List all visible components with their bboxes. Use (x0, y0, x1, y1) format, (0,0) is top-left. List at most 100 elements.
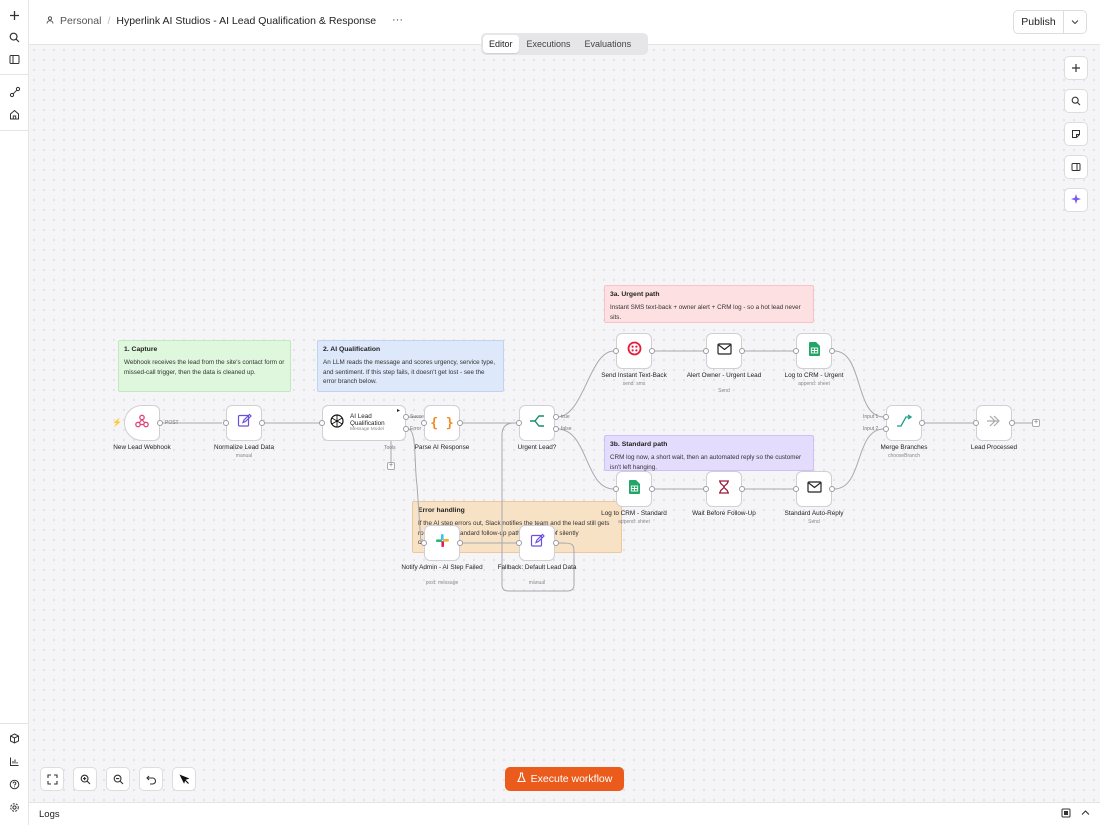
node-label: New Lead Webhook (113, 444, 171, 451)
node-subtitle: append: sheet (618, 519, 650, 525)
port-label-input-2: Input 2 (863, 426, 879, 432)
tab-evaluations[interactable]: Evaluations (584, 39, 632, 49)
node-lead-processed[interactable] (976, 405, 1012, 441)
node-subtitle: post: message (425, 580, 459, 586)
edit-icon (237, 413, 252, 433)
node-label: AI Lead Qualification (350, 413, 385, 428)
fit-view-button[interactable] (40, 767, 64, 791)
port-label-tools: Tools (384, 445, 396, 451)
flask-icon (516, 772, 526, 786)
node-ai-lead-qualification[interactable]: AI Lead Qualification Message Model (322, 405, 406, 441)
node-urgent-lead[interactable] (519, 405, 555, 441)
sparkle-nodes-icon[interactable] (6, 83, 23, 100)
node-label: Lead Processed (970, 444, 1018, 451)
edge-urgent-standard (556, 428, 615, 490)
sticky-note-urgent-path[interactable]: 3a. Urgent path Instant SMS text-back + … (604, 285, 814, 323)
execute-workflow-button[interactable]: Execute workflow (505, 767, 624, 791)
zoom-out-button[interactable] (106, 767, 130, 791)
node-normalize-lead-data[interactable] (226, 405, 262, 441)
node-send-instant-text-back[interactable] (616, 333, 652, 369)
port-label-false: false (561, 426, 572, 432)
view-tabs: Editor Executions Evaluations (481, 33, 648, 55)
node-subtitle: manual (235, 453, 253, 459)
node-log-to-crm-urgent[interactable] (796, 333, 832, 369)
node-label: Send Instant Text-Back (601, 372, 667, 379)
edge-reply-merge (833, 428, 885, 490)
sticky-note-button[interactable] (1064, 122, 1088, 146)
logs-panel-bar[interactable]: Logs (29, 802, 1100, 825)
hourglass-icon (718, 479, 730, 499)
sticky-note-body: Instant SMS text-back + owner alert + CR… (610, 304, 801, 321)
node-label: Urgent Lead? (517, 444, 557, 451)
chevron-up-icon[interactable] (1081, 808, 1090, 818)
more-options-button[interactable]: ··· (392, 14, 403, 26)
edit-icon (530, 533, 545, 553)
port-label-success: Success (410, 414, 429, 420)
connections-layer (160, 350, 1032, 592)
sticky-note-body: CRM log now, a short wait, then an autom… (610, 454, 802, 471)
node-subtitle: Send (718, 388, 730, 394)
sticky-note-title: 3b. Standard path (610, 441, 668, 448)
search-icon[interactable] (6, 29, 23, 46)
sticky-note-body: An LLM reads the message and scores urge… (323, 359, 496, 386)
sticky-note-ai-qualification[interactable]: 2. AI Qualification An LLM reads the mes… (317, 340, 504, 392)
help-icon[interactable] (6, 776, 23, 793)
panel-toggle-button[interactable] (1064, 155, 1088, 179)
edge-urgent-sms (556, 350, 615, 418)
slack-icon (435, 533, 450, 553)
chevron-down-icon[interactable] (1064, 17, 1086, 27)
add-tool-button[interactable]: + (387, 462, 395, 470)
logs-label: Logs (39, 809, 60, 820)
select-cursor-button[interactable] (172, 767, 196, 791)
insights-icon[interactable] (6, 753, 23, 770)
node-fallback-default-lead-data[interactable] (519, 525, 555, 561)
node-wait-before-follow-up[interactable] (706, 471, 742, 507)
node-subtitle: send: sms (622, 381, 646, 387)
node-subtitle: append: sheet (798, 381, 830, 387)
workflow-canvas[interactable]: 1. Capture Webhook receives the lead fro… (29, 45, 1100, 802)
breadcrumb-workspace[interactable]: Personal (60, 15, 102, 27)
tab-executions[interactable]: Executions (526, 39, 571, 49)
edge-ai-error-notify (407, 428, 422, 544)
mail-icon (716, 342, 732, 360)
add-icon[interactable] (6, 7, 23, 24)
node-notify-admin-ai-step-failed[interactable] (424, 525, 460, 561)
settings-gear-icon[interactable] (6, 799, 23, 816)
node-label: Log to CRM - Urgent (784, 372, 844, 379)
node-alert-owner-urgent-lead[interactable] (706, 333, 742, 369)
add-node-toolbar-button[interactable] (1064, 56, 1088, 80)
node-merge-branches[interactable] (886, 405, 922, 441)
add-node-button[interactable]: + (1032, 419, 1040, 427)
panel-toggle-icon[interactable] (6, 51, 23, 68)
ai-assistant-button[interactable] (1064, 188, 1088, 212)
node-new-lead-webhook[interactable] (124, 405, 160, 441)
openai-icon (329, 413, 345, 434)
sticky-note-standard-path[interactable]: 3b. Standard path CRM log now, a short w… (604, 435, 814, 471)
node-subtitle: chooseBranch (888, 453, 920, 459)
templates-icon[interactable] (6, 730, 23, 747)
sparkle-icon (1070, 193, 1082, 208)
workflow-title[interactable]: Hyperlink AI Studios - AI Lead Qualifica… (116, 15, 377, 27)
node-label: Fallback: Default Lead Data (497, 564, 577, 571)
edge-crm-merge (833, 350, 885, 418)
publish-button[interactable]: Publish (1014, 11, 1064, 33)
edge-fallback-urgent (501, 422, 575, 592)
node-label: Parse AI Response (414, 444, 470, 451)
home-icon[interactable] (6, 106, 23, 123)
node-subtitle: Send (808, 519, 820, 525)
undo-button[interactable] (139, 767, 163, 791)
node-log-to-crm-standard[interactable] (616, 471, 652, 507)
node-label: Log to CRM - Standard (601, 510, 667, 517)
search-nodes-button[interactable] (1064, 89, 1088, 113)
pin-icon: ▸ (397, 408, 401, 414)
sticky-note-title: 2. AI Qualification (323, 346, 381, 353)
port-label-error: Error (410, 426, 422, 432)
node-standard-auto-reply[interactable] (796, 471, 832, 507)
sticky-note-capture[interactable]: 1. Capture Webhook receives the lead fro… (118, 340, 291, 392)
tab-editor[interactable]: Editor (483, 35, 519, 53)
popout-icon[interactable] (1061, 808, 1071, 820)
zoom-in-button[interactable] (73, 767, 97, 791)
sheets-icon (628, 479, 640, 499)
node-parse-ai-response[interactable]: { } (424, 405, 460, 441)
